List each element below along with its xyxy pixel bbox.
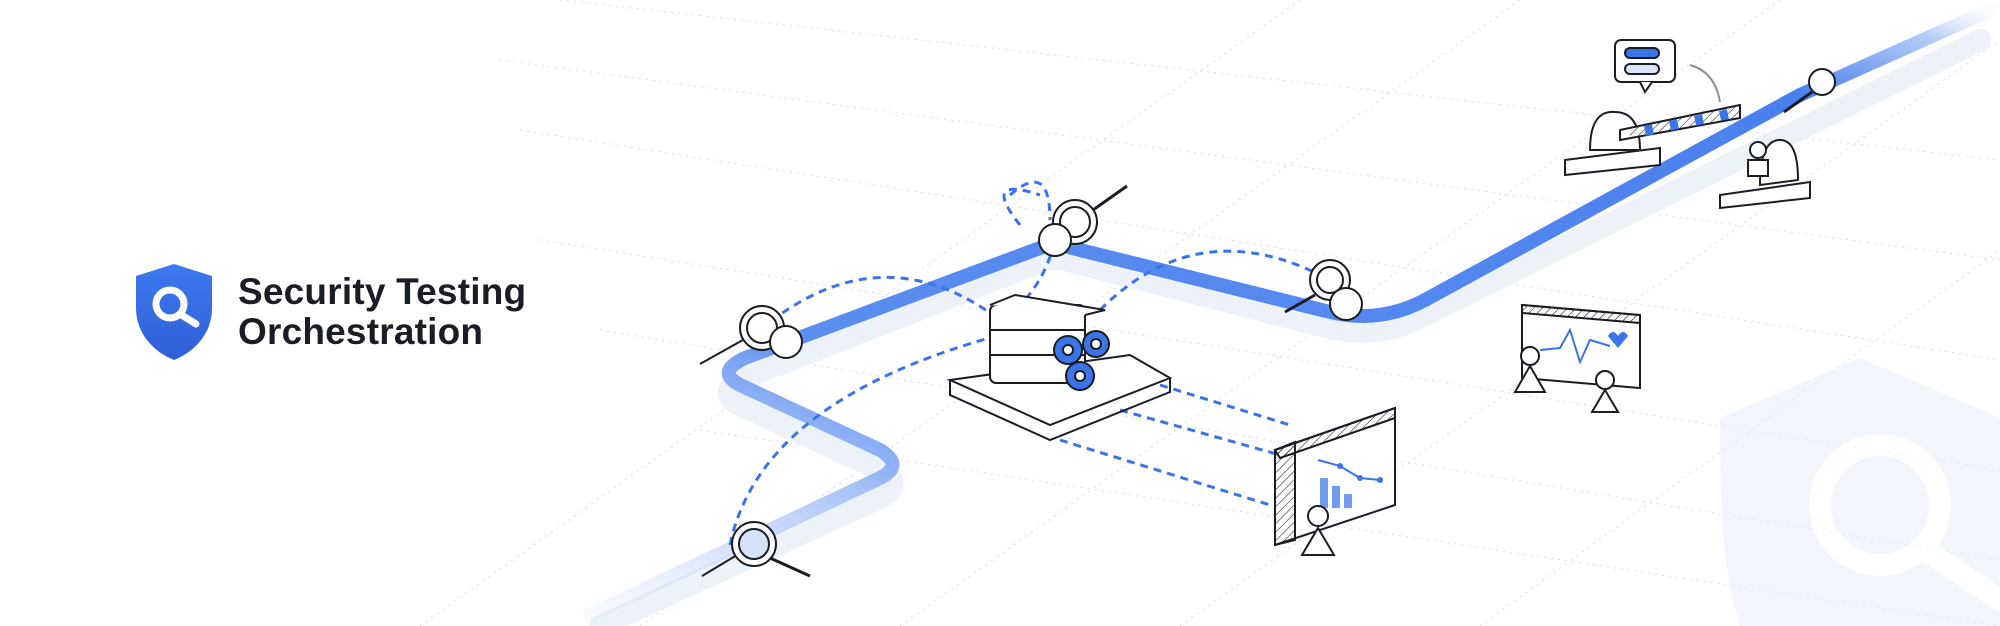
brand-lockup: Security Testing Orchestration <box>132 262 526 362</box>
heartbeat-monitor-icon <box>1513 303 1641 413</box>
bar-chart-board-icon <box>1273 406 1396 547</box>
gears-icon <box>1053 330 1110 391</box>
title-line-1: Security Testing <box>238 271 527 312</box>
barrier-gate-icon <box>1564 103 1741 177</box>
shield-search-icon <box>136 264 212 360</box>
server-icon <box>946 293 1173 442</box>
page-title: Security Testing Orchestration <box>238 272 526 352</box>
shield-watermark-icon <box>1720 358 2000 626</box>
title-line-2: Orchestration <box>238 311 484 352</box>
person-icon <box>1300 505 1336 556</box>
toggle-bubble-icon <box>1614 39 1721 103</box>
person-icon <box>1719 138 1811 210</box>
magnifier-icon <box>699 68 1836 578</box>
